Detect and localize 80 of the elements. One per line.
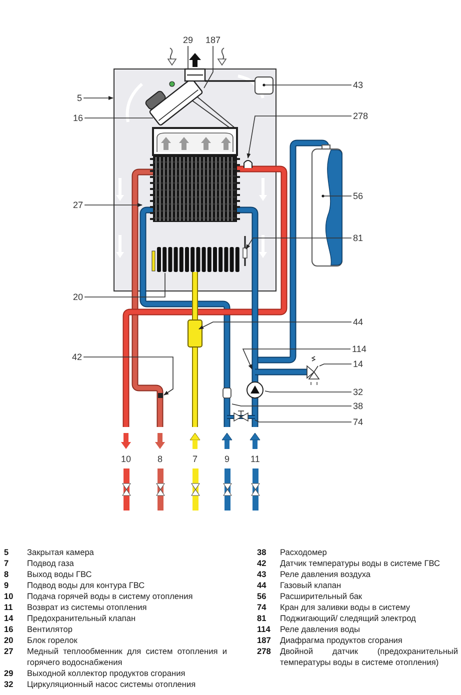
key-text: Подача горячей воды в систему отопления (27, 591, 193, 602)
key-text: Двойной датчик (предохранительный температуры воды в системе отопления) (280, 646, 458, 668)
callout-number: 20 (73, 292, 84, 302)
leader-line (254, 420, 352, 422)
leader-line (83, 96, 114, 100)
key-number: 11 (4, 602, 13, 613)
key-text: Подвод воды для контура ГВС (27, 580, 145, 591)
key-text: Расширительный бак (280, 591, 362, 602)
key-number: 114 (257, 624, 270, 635)
leader-line (264, 84, 352, 86)
leader-line (246, 238, 352, 250)
leader-line (84, 272, 166, 298)
key-text: Газовый клапан (280, 580, 342, 591)
leader-line (264, 390, 352, 392)
key-number: 9 (4, 580, 9, 591)
key-number: 44 (257, 580, 266, 591)
pipe-label: 9 (224, 454, 230, 464)
key-text: Реле давления воздуха (280, 569, 371, 580)
key-text: Реле давления воды (280, 624, 360, 635)
key-number: 56 (257, 591, 266, 602)
callout-number: 81 (353, 234, 364, 242)
callout-number: 32 (353, 388, 364, 396)
key-text: Подвод газа (27, 558, 74, 569)
callout-number: 27 (73, 200, 84, 210)
key-text: Возврат из системы отопления (27, 602, 147, 613)
callout-number: 278 (353, 112, 368, 120)
key-number: 10 (4, 591, 14, 602)
key-text: Выходной коллектор продуктов сгорания (27, 668, 186, 679)
key-number: 7 (4, 558, 9, 569)
key-number: 38 (257, 547, 266, 558)
key-number: 16 (4, 624, 14, 635)
key-number: 5 (4, 547, 9, 558)
key-number: 14 (4, 613, 14, 624)
callout-number: 29 (183, 36, 194, 44)
callout-number: 43 (353, 80, 364, 90)
leader-line (83, 356, 174, 396)
callout-number: 56 (353, 192, 364, 200)
callout-number: 44 (353, 318, 364, 326)
callout-number: 5 (77, 94, 82, 102)
callout-number: 16 (73, 114, 84, 122)
key-number: 32 (4, 679, 14, 690)
key-number: 8 (4, 569, 9, 580)
pipe-label: 11 (250, 454, 260, 464)
key-text: Расходомер (280, 547, 327, 558)
callout-number: 114 (352, 344, 366, 354)
key-text: Диафрагма продуктов сгорания (280, 635, 402, 646)
callout-number: 14 (353, 360, 364, 368)
leader-line (198, 322, 352, 330)
key-text: Блок горелок (27, 635, 78, 646)
key-text: Датчик температуры воды в системе ГВС (280, 558, 440, 569)
key-number: 74 (257, 602, 266, 613)
leader-line (246, 116, 352, 158)
leader-line (242, 348, 351, 370)
key-number: 43 (257, 569, 266, 580)
callout-number: 187 (206, 36, 221, 44)
key-text: Циркуляционный насос системы отопления (27, 679, 196, 690)
key-text: Вентилятор (27, 624, 72, 635)
callout-number: 74 (353, 418, 364, 426)
key-text: Медный теплообменник для систем отопления и горячего водоснабжения (27, 646, 227, 668)
key-text: Поджигающий/ следящий электрод (280, 613, 416, 624)
key-number: 27 (4, 646, 14, 657)
key-number: 187 (257, 635, 271, 646)
pipe-label: 10 (121, 454, 132, 464)
callout-number: 42 (72, 352, 82, 362)
key-text: Выход воды ГВС (27, 569, 92, 580)
leader-line (232, 404, 352, 406)
key-number: 20 (4, 635, 14, 646)
callout-number: 38 (353, 402, 364, 410)
leader-line (319, 364, 352, 366)
key-text: Закрытая камера (27, 547, 94, 558)
pipe-label: 7 (192, 454, 198, 464)
leader-line (84, 203, 142, 207)
key-number: 42 (257, 558, 266, 569)
key-text: Кран для заливки воды в систему (280, 602, 410, 613)
key-number: 29 (4, 668, 14, 679)
key-text: Предохранительный клапан (27, 613, 136, 624)
pipe-label: 8 (158, 454, 163, 464)
key-number: 278 (257, 646, 271, 657)
key-number: 81 (257, 613, 266, 624)
leader-line (204, 46, 214, 88)
